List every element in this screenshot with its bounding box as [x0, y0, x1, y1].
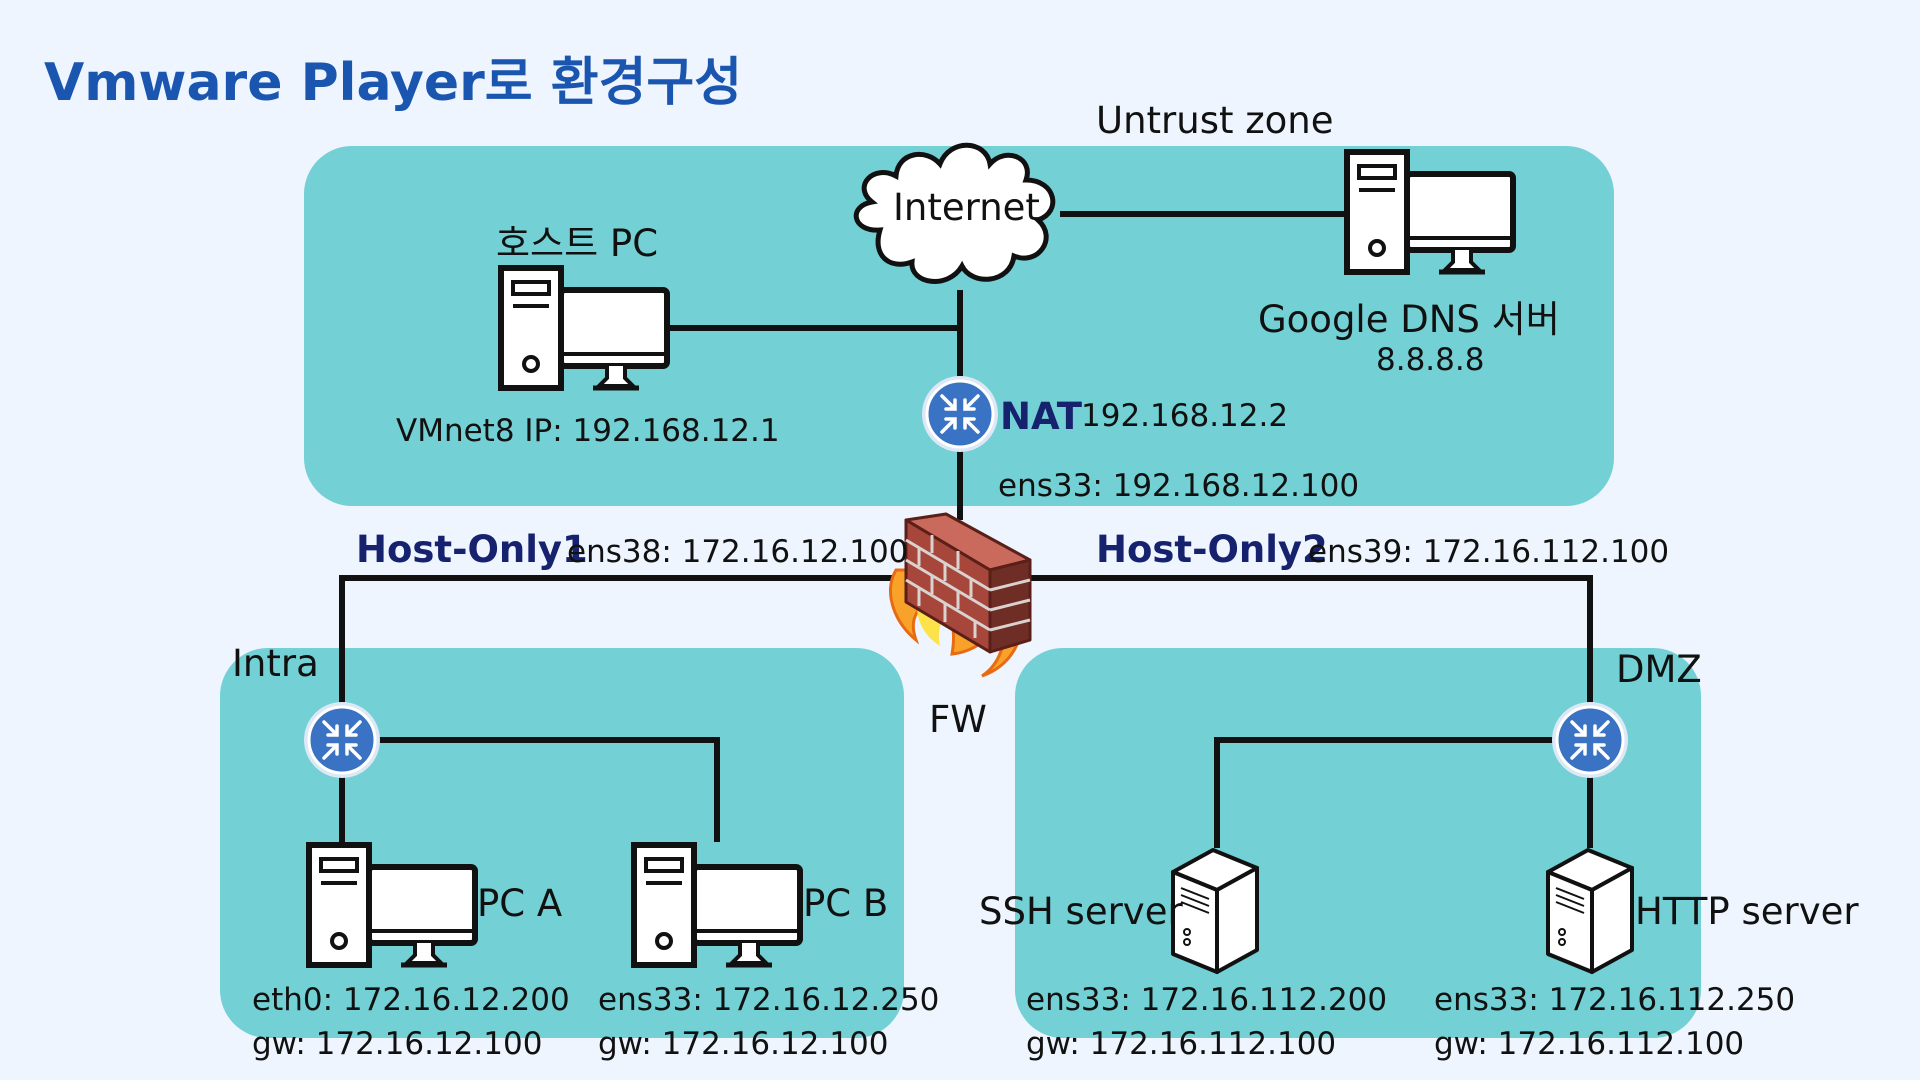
pc-b-icon [634, 845, 800, 965]
dmz-zone-label: DMZ [1616, 648, 1702, 691]
intra-router-icon [302, 700, 382, 780]
host-only1-label: Host-Only1 [356, 528, 588, 571]
nat-router-icon [920, 374, 1000, 454]
fw-ens33-ip: ens33: 192.168.12.100 [998, 468, 1360, 504]
host-only2-label: Host-Only2 [1096, 528, 1328, 571]
page-title: Vmware Player로 환경구성 [44, 53, 743, 113]
dmz-router-icon [1550, 700, 1630, 780]
fw-ens39-ip: ens39: 172.16.112.100 [1308, 534, 1670, 570]
nat-label: NAT [1000, 395, 1082, 438]
fw-label: FW [929, 698, 987, 741]
pc-b-gw: gw: 172.16.12.100 [598, 1026, 889, 1062]
firewall-icon [888, 512, 1032, 678]
ssh-server-ip: ens33: 172.16.112.200 [1026, 982, 1388, 1018]
pc-a-gw: gw: 172.16.12.100 [252, 1026, 543, 1062]
pc-a-icon [309, 845, 475, 965]
pc-a-label: PC A [477, 882, 563, 925]
google-dns-ip: 8.8.8.8 [1376, 342, 1485, 378]
pc-b-label: PC B [803, 882, 889, 925]
internet-label: Internet [893, 186, 1040, 229]
http-server-label: HTTP server [1635, 890, 1859, 933]
http-server-ip: ens33: 172.16.112.250 [1434, 982, 1796, 1018]
ssh-server-label: SSH server [979, 890, 1183, 933]
intra-zone-label: Intra [232, 642, 319, 685]
untrust-zone-label: Untrust zone [1096, 99, 1334, 142]
host-pc-icon [501, 268, 667, 388]
google-dns-server-icon [1347, 152, 1513, 272]
host-pc-label: 호스트 PC [496, 222, 659, 265]
nat-ip: 192.168.12.2 [1081, 398, 1289, 434]
pc-b-ip: ens33: 172.16.12.250 [598, 982, 940, 1018]
google-dns-label: Google DNS 서버 [1258, 298, 1560, 341]
http-server-gw: gw: 172.16.112.100 [1434, 1026, 1745, 1062]
internet-cloud-icon [853, 142, 1056, 284]
host-pc-ip: VMnet8 IP: 192.168.12.1 [396, 413, 780, 449]
pc-a-ip: eth0: 172.16.12.200 [252, 982, 570, 1018]
ssh-server-icon [1171, 848, 1259, 974]
http-server-icon [1546, 848, 1634, 974]
ssh-server-gw: gw: 172.16.112.100 [1026, 1026, 1337, 1062]
fw-ens38-ip: ens38: 172.16.12.100 [567, 534, 909, 570]
